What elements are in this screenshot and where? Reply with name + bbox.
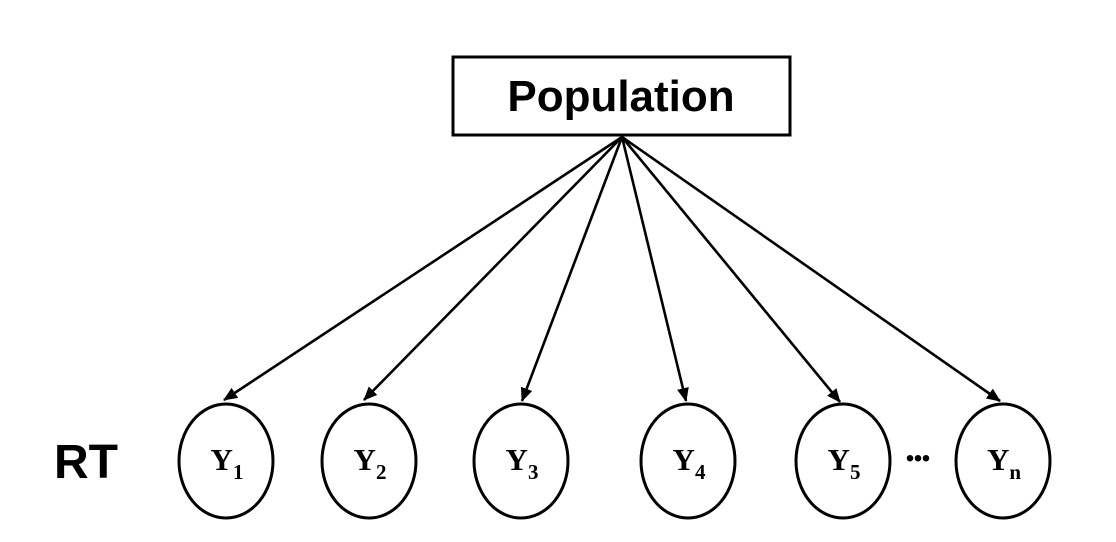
node-yn-label: Yn [987, 442, 1021, 484]
ellipsis-dots: ... [905, 425, 930, 470]
node-yn: Yn [954, 402, 1052, 520]
node-y1-ellipse [177, 402, 275, 520]
node-y2-label: Y2 [354, 442, 387, 484]
node-y5-label: Y5 [828, 442, 861, 484]
node-y2: Y2 [320, 402, 418, 520]
population-box [451, 55, 792, 137]
node-y4-ellipse [639, 402, 737, 520]
node-y1-label: Y1 [211, 442, 244, 484]
arrow-to-y3 [520, 136, 624, 402]
node-y3-ellipse [472, 402, 570, 520]
node-y2-ellipse [320, 402, 418, 520]
arrow-to-y1 [223, 135, 623, 402]
arrow-to-y5 [620, 136, 842, 403]
node-y3: Y3 [472, 402, 570, 520]
sample-nodes: Y1 Y2 Y3 Y4 Y5 Yn [177, 402, 1052, 520]
population-box-label: Population [507, 72, 734, 121]
node-y3-label: Y3 [506, 442, 539, 484]
arrow-to-y4 [620, 136, 689, 402]
arrow-to-y2 [363, 136, 623, 401]
arrow-to-yn [621, 135, 1001, 403]
node-y5: Y5 [794, 402, 892, 520]
node-yn-ellipse [954, 402, 1052, 520]
node-y1: Y1 [177, 402, 275, 520]
node-y4-label: Y4 [673, 442, 706, 484]
arrow-fan [223, 135, 1001, 403]
node-y4: Y4 [639, 402, 737, 520]
row-label-rt: RT [54, 436, 118, 489]
node-y5-ellipse [794, 402, 892, 520]
